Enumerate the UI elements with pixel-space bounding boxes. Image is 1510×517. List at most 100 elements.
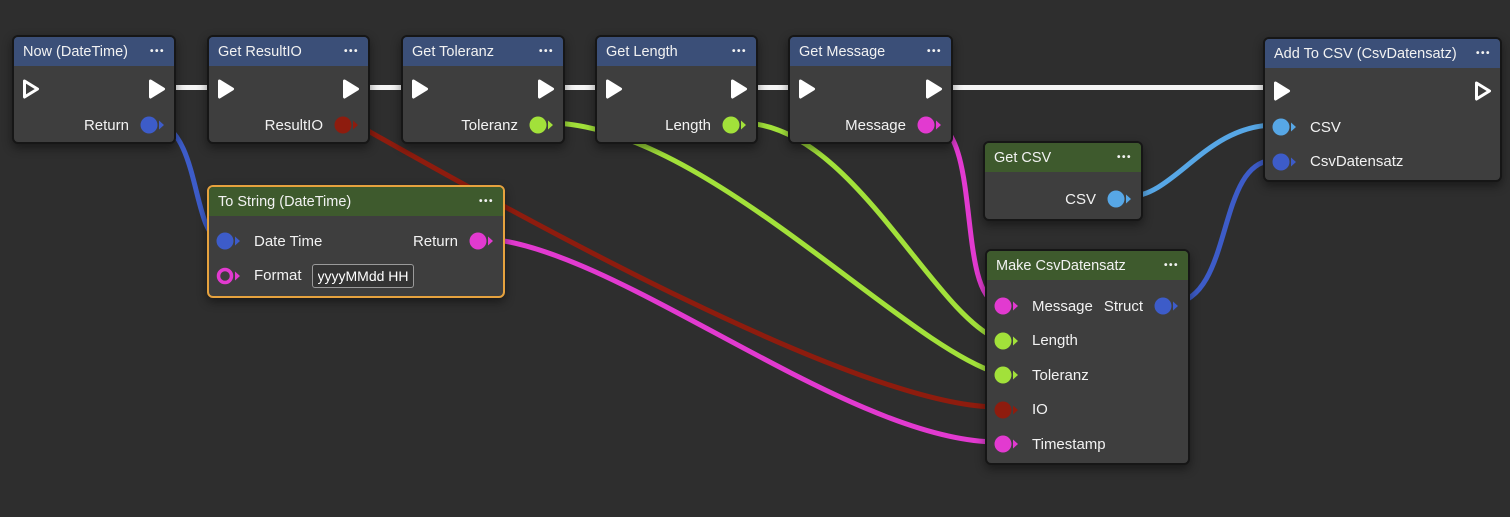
input-pin-label: Length — [1032, 332, 1078, 350]
ellipsis-menu-icon[interactable]: ••• — [478, 196, 494, 207]
node-get-length[interactable]: Get Length ••• Length — [595, 35, 758, 144]
input-pin-toleranz[interactable] — [994, 365, 1021, 385]
output-pin-return[interactable] — [469, 231, 496, 251]
exec-out-pin[interactable] — [1473, 80, 1493, 102]
node-header[interactable]: Get Toleranz ••• — [403, 37, 563, 66]
exec-out-pin[interactable] — [536, 78, 556, 100]
output-pin-toleranz[interactable] — [529, 115, 556, 135]
wire-make-struct-to-addtocsv-csvdatensatz[interactable] — [1169, 157, 1278, 307]
wire-length-to-make-length[interactable] — [739, 120, 1000, 342]
wire-tostring-return-to-make-timestamp[interactable] — [486, 236, 1000, 445]
exec-row — [597, 70, 756, 108]
format-input[interactable] — [311, 263, 414, 288]
node-title: Get Length — [606, 43, 678, 60]
exec-in-pin[interactable] — [21, 78, 41, 100]
exec-row — [403, 70, 563, 108]
node-now[interactable]: Now (DateTime) ••• Return — [12, 35, 176, 144]
input-pin-label: Timestamp — [1032, 435, 1106, 453]
node-title: Get ResultIO — [218, 43, 302, 60]
input-pin-csv[interactable] — [1272, 117, 1299, 137]
input-pin-label: Message — [1032, 297, 1093, 315]
input-pin-io[interactable] — [994, 400, 1021, 420]
node-to-string[interactable]: To String (DateTime) ••• Date Time Retur… — [207, 185, 505, 298]
exec-in-pin[interactable] — [604, 78, 624, 100]
output-pin-label: Return — [412, 232, 458, 250]
ellipsis-menu-icon[interactable]: ••• — [731, 46, 747, 57]
output-pin-struct[interactable] — [1154, 296, 1181, 316]
pin-row: Return — [14, 108, 174, 143]
node-title: Get CSV — [994, 149, 1052, 166]
ellipsis-menu-icon[interactable]: ••• — [343, 46, 359, 57]
node-title: Now (DateTime) — [23, 43, 129, 60]
input-pin-message[interactable] — [994, 296, 1021, 316]
input-pin-label: Toleranz — [1032, 366, 1089, 384]
exec-row — [790, 70, 951, 108]
output-pin-label: Length — [665, 116, 711, 134]
node-title: Make CsvDatensatz — [996, 257, 1126, 274]
exec-in-pin[interactable] — [797, 78, 817, 100]
exec-in-pin[interactable] — [1272, 80, 1292, 102]
output-pin-label: Toleranz — [461, 116, 518, 134]
ellipsis-menu-icon[interactable]: ••• — [1116, 152, 1132, 163]
output-pin-resultio[interactable] — [334, 115, 361, 135]
pin-row: Toleranz — [987, 358, 1188, 393]
exec-out-pin[interactable] — [924, 78, 944, 100]
output-pin-label: Return — [83, 116, 129, 134]
pin-row: Toleranz — [403, 108, 563, 143]
node-title: Add To CSV (CsvDatensatz) — [1274, 45, 1457, 62]
node-make-csvdatensatz[interactable]: Make CsvDatensatz ••• Message Struct Len… — [985, 249, 1190, 465]
ellipsis-menu-icon[interactable]: ••• — [149, 46, 165, 57]
pin-row: Timestamp — [987, 427, 1188, 462]
input-pin-date-time[interactable] — [216, 231, 243, 251]
input-pin-format[interactable] — [216, 266, 243, 286]
node-header[interactable]: Make CsvDatensatz ••• — [987, 251, 1188, 280]
input-pin-csvdatensatz[interactable] — [1272, 152, 1299, 172]
input-pin-label: Date Time — [254, 232, 323, 250]
node-header[interactable]: Add To CSV (CsvDatensatz) ••• — [1265, 39, 1500, 68]
node-get-csv[interactable]: Get CSV ••• CSV — [983, 141, 1143, 221]
node-header[interactable]: Get CSV ••• — [985, 143, 1141, 172]
input-pin-timestamp[interactable] — [994, 434, 1021, 454]
ellipsis-menu-icon[interactable]: ••• — [1163, 260, 1179, 271]
node-add-to-csv[interactable]: Add To CSV (CsvDatensatz) ••• CSV CsvDat… — [1263, 37, 1502, 182]
input-pin-label: CsvDatensatz — [1310, 153, 1404, 171]
pin-row: Message Struct — [987, 289, 1188, 324]
output-pin-label: ResultIO — [264, 116, 323, 134]
exec-out-pin[interactable] — [341, 78, 361, 100]
ellipsis-menu-icon[interactable]: ••• — [538, 46, 554, 57]
exec-in-pin[interactable] — [410, 78, 430, 100]
output-pin-csv[interactable] — [1107, 189, 1134, 209]
pin-row: IO — [987, 393, 1188, 428]
output-pin-message[interactable] — [917, 115, 944, 135]
exec-out-pin[interactable] — [729, 78, 749, 100]
node-get-resultio[interactable]: Get ResultIO ••• ResultIO — [207, 35, 370, 144]
node-header[interactable]: Get Message ••• — [790, 37, 951, 66]
exec-row — [209, 70, 368, 108]
node-get-toleranz[interactable]: Get Toleranz ••• Toleranz — [401, 35, 565, 144]
input-pin-label: Format — [254, 267, 302, 285]
exec-in-pin[interactable] — [216, 78, 236, 100]
node-header[interactable]: Get Length ••• — [597, 37, 756, 66]
node-get-message[interactable]: Get Message ••• Message — [788, 35, 953, 144]
input-pin-label: CSV — [1310, 118, 1341, 136]
exec-row — [1265, 72, 1500, 110]
pin-row: Length — [597, 108, 756, 143]
output-pin-length[interactable] — [722, 115, 749, 135]
exec-out-pin[interactable] — [147, 78, 167, 100]
wire-getcsv-csv-to-addtocsv-csv[interactable] — [1124, 122, 1278, 200]
output-pin-label: Struct — [1103, 297, 1143, 315]
ellipsis-menu-icon[interactable]: ••• — [926, 46, 942, 57]
ellipsis-menu-icon[interactable]: ••• — [1475, 48, 1491, 59]
node-header[interactable]: To String (DateTime) ••• — [209, 187, 503, 216]
pin-row: Date Time Return — [209, 224, 503, 259]
wire-resultio-to-make-io[interactable] — [351, 120, 1000, 410]
node-header[interactable]: Get ResultIO ••• — [209, 37, 368, 66]
output-pin-label: Message — [845, 116, 906, 134]
input-pin-length[interactable] — [994, 331, 1021, 351]
input-pin-label: IO — [1032, 401, 1048, 419]
pin-row: CSV — [1265, 110, 1500, 145]
node-header[interactable]: Now (DateTime) ••• — [14, 37, 174, 66]
output-pin-return[interactable] — [140, 115, 167, 135]
wire-toleranz-to-make-toleranz[interactable] — [546, 120, 1000, 376]
